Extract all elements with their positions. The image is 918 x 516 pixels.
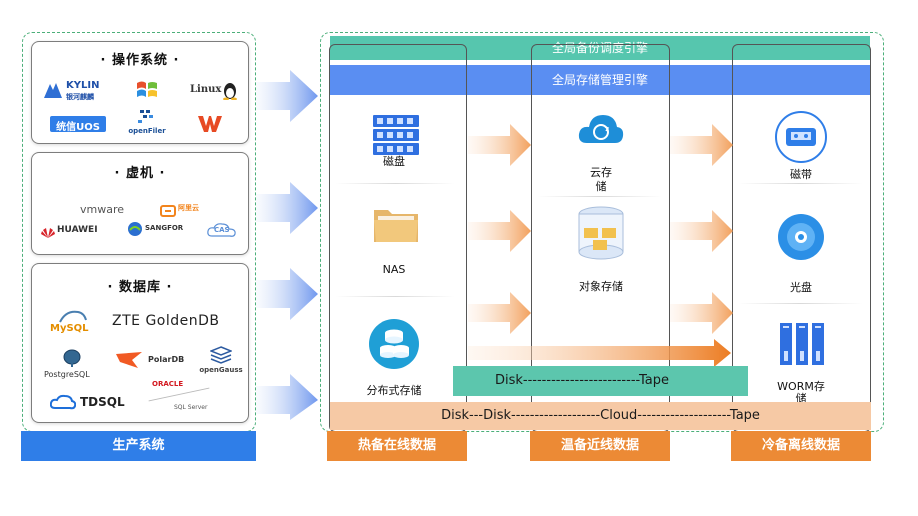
arrow-db-1 bbox=[256, 268, 318, 320]
opengauss-label: openGauss bbox=[199, 366, 243, 374]
global-storage-engine-bar: 全局存储管理引擎 bbox=[330, 65, 870, 95]
polardb-label: PolarDB bbox=[148, 355, 185, 364]
opengauss-icon bbox=[210, 346, 232, 364]
tape-icon bbox=[775, 111, 827, 163]
oracle-label: ORACLE bbox=[152, 380, 184, 388]
sangfor-icon bbox=[128, 222, 142, 236]
polardb-icon bbox=[116, 352, 142, 368]
aliyun-label: 阿里云 bbox=[178, 204, 199, 212]
huawei-label: HUAWEI bbox=[57, 225, 98, 235]
polardb-logo: PolarDB bbox=[114, 350, 190, 372]
openfiler-label: openFiler bbox=[128, 127, 166, 135]
vm-title-text: 虚机 bbox=[125, 166, 154, 181]
cold-footer: 冷备离线数据 bbox=[731, 431, 871, 461]
vm-group: · 虚机 · vmware 阿里云 HUAWEI SANGFOR CAS bbox=[31, 152, 249, 255]
hot-sep-1 bbox=[335, 183, 455, 184]
cas-cloud-icon bbox=[207, 223, 236, 237]
warm-footer: 温备近线数据 bbox=[530, 431, 670, 461]
kylin-label: KYLIN bbox=[66, 80, 100, 91]
optical-disc-icon bbox=[778, 214, 824, 260]
cas-logo: CAS bbox=[206, 221, 238, 239]
cold-sep-1 bbox=[738, 183, 863, 184]
os-group-title: · 操作系统 · bbox=[100, 53, 180, 68]
cloud-storage-icon bbox=[578, 115, 624, 143]
nas-folder-icon bbox=[374, 210, 418, 242]
postgresql-label: PostgreSQL bbox=[44, 370, 90, 379]
os-group: · 操作系统 · KYLIN 银河麒麟 Linux 统信UOS bbox=[31, 41, 249, 144]
disk-tape-strip: Disk-------------------------Tape bbox=[453, 366, 748, 396]
mysql-label: MySQL bbox=[50, 323, 89, 334]
production-footer: 生产系统 bbox=[21, 431, 256, 461]
distributed-storage-icon bbox=[369, 319, 419, 369]
oracle-sqlserver-logo: ORACLE SQL Server bbox=[146, 378, 218, 418]
vmware-logo: vmware bbox=[80, 203, 125, 216]
red-w-icon bbox=[198, 116, 222, 132]
db-group: · 数据库 · MySQL ZTE GoldenDB PostgreSQL Po… bbox=[31, 263, 249, 423]
arrow-vm bbox=[256, 182, 318, 234]
kylin-cn-label: 银河麒麟 bbox=[66, 93, 94, 101]
linux-logo: Linux bbox=[190, 80, 240, 104]
tux-icon bbox=[223, 83, 237, 100]
goldendb-logo: ZTE GoldenDB bbox=[112, 313, 220, 329]
sqlserver-label: SQL Server bbox=[174, 404, 208, 411]
windows-icon bbox=[137, 81, 157, 97]
uos-label: 统信UOS bbox=[56, 122, 100, 133]
linux-label: Linux bbox=[190, 84, 222, 95]
db-group-title: · 数据库 · bbox=[107, 280, 173, 295]
warm-item-object: 对象存储 bbox=[579, 280, 623, 293]
oracle-divider bbox=[148, 387, 210, 402]
opengauss-logo: openGauss bbox=[196, 346, 246, 378]
mysql-dolphin-icon bbox=[59, 310, 87, 323]
hot-sep-2 bbox=[335, 296, 455, 297]
openfiler-icon bbox=[138, 110, 153, 123]
kylin-logo: KYLIN 银河麒麟 bbox=[42, 80, 110, 104]
kylin-icon bbox=[44, 83, 62, 98]
production-arrows bbox=[256, 70, 318, 420]
cold-item-tape: 磁带 bbox=[790, 168, 812, 181]
vm-group-title: · 虚机 · bbox=[114, 166, 166, 181]
hot-footer: 热备在线数据 bbox=[327, 431, 467, 461]
disk-disk-cloud-tape-strip: Disk---Disk-------------------Cloud-----… bbox=[330, 402, 871, 430]
huawei-logo: HUAWEI bbox=[41, 224, 107, 238]
cold-item-disc: 光盘 bbox=[790, 281, 812, 294]
os-title-text: 操作系统 bbox=[111, 53, 168, 68]
tdsql-cloud-icon bbox=[49, 394, 77, 410]
worm-storage-icon bbox=[780, 323, 824, 365]
cold-sep-2 bbox=[738, 303, 863, 304]
postgresql-logo: PostgreSQL bbox=[42, 348, 104, 380]
aliyun-logo: 阿里云 bbox=[160, 202, 212, 217]
tdsql-logo: TDSQL bbox=[49, 394, 134, 414]
hot-item-disk: 磁盘 bbox=[383, 155, 405, 168]
mysql-logo: MySQL bbox=[46, 308, 98, 336]
warm-sep-1 bbox=[537, 196, 662, 197]
postgresql-elephant-icon bbox=[63, 349, 81, 367]
cold-item-worm: WORM存 储 bbox=[777, 380, 825, 405]
openfiler-logo: openFiler bbox=[122, 108, 172, 138]
huawei-icon bbox=[41, 228, 55, 238]
disk-icon bbox=[373, 115, 419, 155]
uos-logo: 统信UOS bbox=[50, 116, 106, 133]
aliyun-icon bbox=[160, 205, 176, 217]
cas-label: CAS bbox=[214, 226, 230, 234]
global-schedule-engine-bar: 全局备份调度引擎 bbox=[330, 36, 870, 60]
object-storage-icon bbox=[578, 206, 624, 260]
hot-item-nas: NAS bbox=[382, 263, 406, 276]
hot-item-distributed: 分布式存储 bbox=[366, 384, 422, 397]
arrow-db-2 bbox=[256, 374, 318, 420]
arrow-os bbox=[256, 70, 318, 122]
tdsql-label: TDSQL bbox=[80, 395, 125, 409]
db-title-text: 数据库 bbox=[118, 280, 161, 295]
sangfor-label: SANGFOR bbox=[145, 224, 184, 232]
warm-item-cloud: 云存 储 bbox=[590, 166, 612, 193]
sangfor-logo: SANGFOR bbox=[127, 221, 183, 239]
